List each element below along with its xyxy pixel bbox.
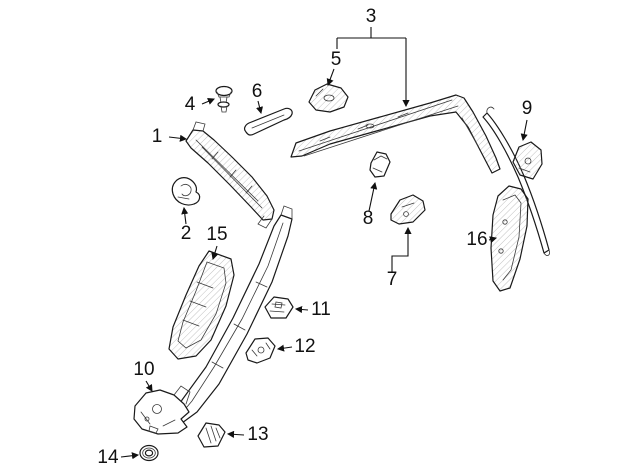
callout-16: 16 xyxy=(466,229,487,250)
part-drawing-14-grommet xyxy=(139,444,159,462)
part-drawing-3-header-rail xyxy=(290,94,501,174)
part-drawing-13-ribbed-clip xyxy=(197,422,226,448)
callout-2: 2 xyxy=(181,223,192,244)
leader-line-10 xyxy=(145,380,153,392)
leader-line-5 xyxy=(326,68,335,87)
callout-9: 9 xyxy=(522,98,533,119)
leader-line-11 xyxy=(294,305,309,314)
part-drawing-2-hook-clip xyxy=(171,177,201,206)
callout-12: 12 xyxy=(294,336,315,357)
part-drawing-15-quarter-panel xyxy=(168,250,235,360)
part-drawing-12-bracket xyxy=(245,337,276,364)
callout-11: 11 xyxy=(311,299,331,320)
part-drawing-10-foot xyxy=(133,385,191,435)
callout-labels: 1 2 3 4 5 6 7 8 9 10 11 12 13 14 15 16 xyxy=(97,6,532,468)
leader-line-2 xyxy=(181,206,189,225)
callout-14: 14 xyxy=(97,447,119,468)
callout-5: 5 xyxy=(331,49,342,70)
callout-15: 15 xyxy=(206,224,227,245)
part-drawing-8-stud xyxy=(369,151,391,178)
leader-line-1 xyxy=(168,134,188,142)
leader-line-4 xyxy=(201,98,215,105)
part-drawing-11-clip xyxy=(264,296,294,319)
leader-line-7 xyxy=(391,226,412,272)
part-drawing-9-weatherstrip xyxy=(482,106,550,256)
callout-3: 3 xyxy=(366,6,377,27)
leader-line-12 xyxy=(276,344,293,352)
callout-10: 10 xyxy=(133,359,154,380)
part-drawing-7-bracket xyxy=(390,194,426,225)
callout-13: 13 xyxy=(247,424,268,445)
leader-lines xyxy=(120,27,528,460)
part-drawing-5-bracket xyxy=(308,83,349,113)
callout-1: 1 xyxy=(152,126,163,147)
leader-line-13 xyxy=(226,430,245,438)
leader-line-8 xyxy=(368,181,378,212)
callout-8: 8 xyxy=(363,208,374,229)
leader-line-9 xyxy=(520,119,528,142)
callout-4: 4 xyxy=(185,94,196,115)
callout-7: 7 xyxy=(387,269,398,290)
part-drawing-1-a-pillar-trim xyxy=(185,121,275,229)
leader-line-3-bracket xyxy=(336,27,406,49)
part-drawing-4-clip xyxy=(215,85,233,113)
callout-6: 6 xyxy=(252,81,263,102)
part-drawing-6-strip xyxy=(243,107,293,136)
leader-line-16 xyxy=(488,236,498,244)
leader-line-14 xyxy=(120,452,140,460)
part-drawing-16-pillar-trim xyxy=(490,185,529,292)
leader-line-15 xyxy=(211,245,219,261)
leader-line-6 xyxy=(256,100,263,115)
